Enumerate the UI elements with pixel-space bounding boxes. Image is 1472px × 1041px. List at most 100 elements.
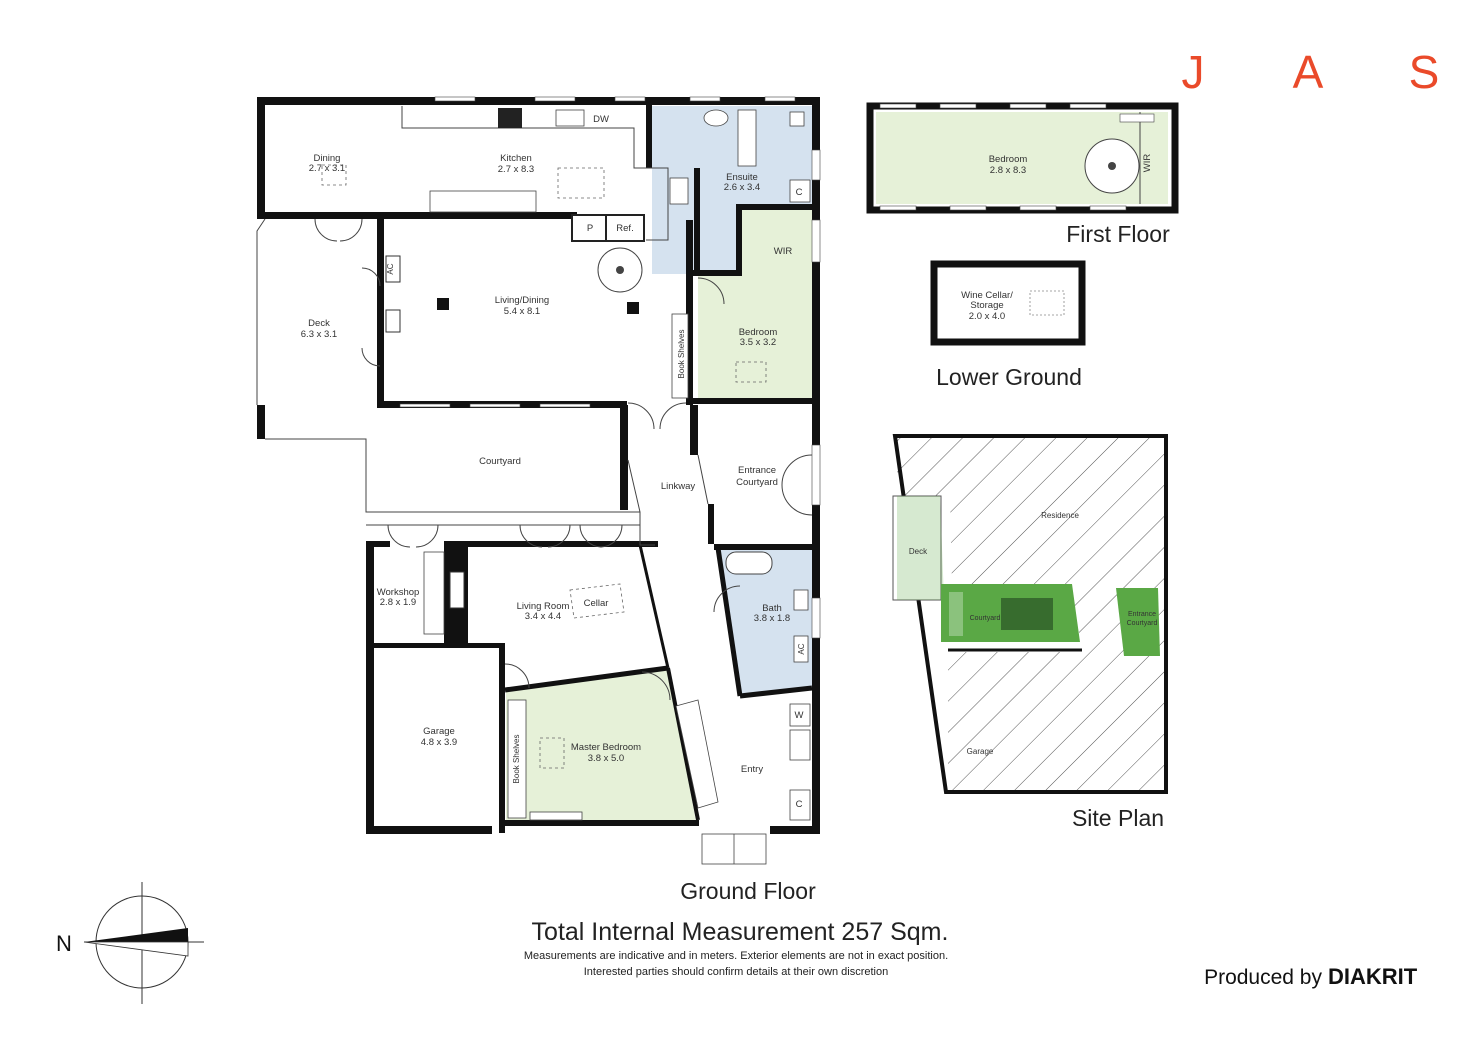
total-measurement: Total Internal Measurement 257 Sqm. — [532, 918, 949, 946]
window — [614, 96, 646, 102]
courtyard-outline — [265, 438, 640, 513]
door-swing — [361, 267, 381, 287]
workshop-size: 2.8 x 1.9 — [380, 597, 416, 608]
door-swing — [387, 524, 411, 548]
workshop-label: Workshop — [377, 587, 420, 598]
first-floor-bedroom-size: 2.8 x 8.3 — [990, 165, 1026, 176]
entrance-courtyard-label-1: Entrance — [738, 465, 776, 476]
window — [811, 219, 821, 263]
living-room-label: Living Room — [517, 601, 570, 612]
window — [469, 403, 521, 408]
fridge-label: Ref. — [616, 223, 633, 234]
bath-size: 3.8 x 1.8 — [754, 613, 790, 624]
door-swing — [627, 402, 655, 430]
fireplace-icon — [385, 309, 401, 333]
wall-living-room-right — [638, 544, 670, 669]
wir-fill — [736, 210, 812, 276]
produced-by-label: Produced by — [1204, 966, 1322, 989]
toilet-icon — [789, 111, 805, 127]
master-bedroom-fill — [506, 670, 696, 822]
door-swing — [599, 524, 623, 548]
basin-icon — [703, 109, 729, 127]
deck-outline — [256, 218, 266, 405]
fireplace-icon — [449, 571, 465, 609]
basin-icon — [793, 589, 809, 611]
wall-deck-post — [257, 405, 265, 439]
pantry-box — [571, 214, 607, 242]
ceiling-light — [539, 737, 565, 769]
garage-label: Garage — [423, 726, 455, 737]
door-swing — [547, 524, 571, 548]
first-floor-plan: Bedroom 2.8 x 8.3 WIR First Floor — [866, 102, 1179, 247]
ground-floor-plan: Dining 2.7 x 3.1 Kitchen 2.7 x 8.3 DW P … — [256, 96, 821, 904]
wall-master-left — [499, 643, 505, 833]
wall-kitchen-bottom — [257, 212, 377, 219]
ac-unit — [385, 255, 401, 283]
column — [627, 302, 639, 314]
kitchen-sink-icon — [555, 109, 585, 127]
wall-entrance-left — [708, 504, 714, 544]
door-swing — [519, 524, 543, 548]
site-boundary — [892, 434, 1168, 794]
cupboard-box — [789, 789, 811, 821]
garage-size: 4.8 x 3.9 — [421, 737, 457, 748]
north-arrow-icon — [84, 928, 188, 942]
ensuite-size: 2.6 x 3.4 — [724, 182, 760, 193]
bedroom-label: Bedroom — [739, 327, 778, 338]
brand-logo: J A S — [1182, 46, 1440, 98]
door-swing — [781, 484, 813, 516]
window — [689, 96, 721, 102]
bath-ac-label: AC — [797, 643, 806, 654]
stair-icon — [1029, 290, 1065, 316]
door-swing — [713, 585, 741, 613]
door-swing — [339, 218, 363, 242]
bedroom-size: 3.5 x 3.2 — [740, 337, 776, 348]
wall-garage-top — [374, 643, 504, 648]
first-floor-title: First Floor — [1066, 221, 1170, 247]
spiral-stair-core — [616, 266, 624, 274]
workbench-box — [423, 551, 445, 635]
laundry-sink-icon — [789, 729, 811, 761]
brand-letter-a: A — [1293, 46, 1324, 98]
wall-left-kitchen — [257, 97, 265, 219]
door-swing — [361, 347, 381, 367]
kitchen-size: 2.7 x 8.3 — [498, 164, 534, 175]
dining-size: 2.7 x 3.1 — [309, 163, 345, 174]
kitchen-counter — [401, 106, 669, 241]
cupboard-label: C — [796, 187, 803, 198]
window — [811, 149, 821, 181]
dining-label: Dining — [314, 153, 341, 164]
sink-icon — [669, 177, 689, 205]
window — [434, 96, 476, 102]
ac-label: AC — [386, 263, 395, 274]
bath-label: Bath — [762, 603, 782, 614]
cellar-label: Cellar — [584, 598, 609, 609]
wall-master-bottom — [505, 820, 699, 826]
column — [437, 298, 449, 310]
door-swing — [781, 454, 813, 486]
wall-wir-top — [736, 204, 812, 210]
courtyard-label: Courtyard — [479, 456, 521, 467]
living-dining-size: 5.4 x 8.1 — [504, 306, 540, 317]
window — [399, 403, 451, 408]
wine-cellar-label-2: Storage — [970, 300, 1003, 311]
wall-master-top — [504, 665, 669, 693]
door-swing — [314, 218, 338, 242]
lower-ground-title: Lower Ground — [936, 364, 1082, 390]
diakrit-logo: DIAKRIT — [1328, 964, 1418, 989]
door-swing — [697, 277, 725, 305]
wall-ensuite-left2 — [694, 168, 700, 272]
wall-bath-bottom — [739, 685, 813, 699]
first-floor-bedroom-label: Bedroom — [989, 154, 1028, 165]
wall-wir-left — [736, 204, 742, 276]
cooktop-icon — [498, 108, 522, 128]
book-shelves-box — [671, 313, 689, 399]
master-bedroom-size: 3.8 x 5.0 — [588, 753, 624, 764]
cellar-hatch — [569, 583, 625, 619]
wall-bedroom-bottom — [693, 398, 813, 404]
entry-label: Entry — [741, 764, 763, 775]
lower-ground-plan: Wine Cellar/ Storage 2.0 x 4.0 Lower Gro… — [930, 260, 1086, 390]
residence-hatch — [897, 438, 1166, 790]
wall-living-left — [377, 212, 384, 408]
